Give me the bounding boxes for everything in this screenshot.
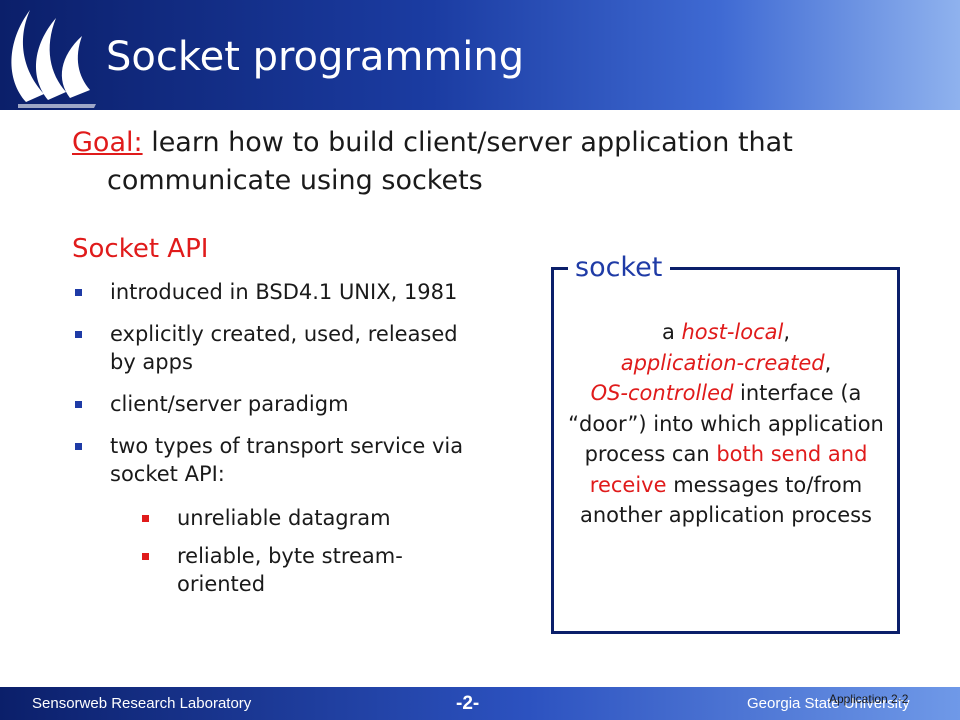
footer-bar: Sensorweb Research Laboratory -2- Georgi… <box>0 687 960 720</box>
list-item: explicitly created, used, released by ap… <box>72 320 472 376</box>
square-bullet-icon <box>75 443 82 450</box>
text-run-emphasis: application-created <box>620 350 825 375</box>
goal-line-2: communicate using sockets <box>107 165 483 196</box>
goal-text-1: learn how to build client/server applica… <box>151 127 793 158</box>
square-bullet-icon <box>142 515 149 522</box>
bullet-text: explicitly created, used, released by ap… <box>110 322 458 374</box>
flame-logo-icon <box>11 10 96 108</box>
sub-bullet-text: reliable, byte stream-oriented <box>177 544 403 596</box>
sub-bullet-text: unreliable datagram <box>177 506 391 530</box>
list-item: unreliable datagram <box>137 504 472 532</box>
api-bullet-list: introduced in BSD4.1 UNIX, 1981 explicit… <box>72 278 472 612</box>
footer-page-number: -2- <box>456 693 480 714</box>
bullet-text: introduced in BSD4.1 UNIX, 1981 <box>110 280 458 304</box>
text-run-emphasis: OS-controlled <box>590 381 734 405</box>
header-bar: Socket programming <box>0 0 960 110</box>
text-run: , <box>783 320 791 344</box>
square-bullet-icon <box>75 401 82 408</box>
bullet-text: client/server paradigm <box>110 392 349 416</box>
square-bullet-icon <box>75 289 82 296</box>
list-item: client/server paradigm <box>72 390 472 418</box>
socket-definition-text: a host-local,application-created,OS-cont… <box>556 317 896 531</box>
footer-lab-name: Sensorweb Research Laboratory <box>32 695 252 712</box>
footer-slide-number: Application 2-2 <box>829 692 909 706</box>
socket-definition-box <box>551 267 900 634</box>
square-bullet-icon <box>142 553 149 560</box>
list-item: two types of transport service via socke… <box>72 432 472 598</box>
text-run: , <box>824 350 832 375</box>
text-run-highlight: both send and receive <box>589 442 868 497</box>
text-run: messages to/from another application pro… <box>579 472 872 528</box>
slide-title: Socket programming <box>106 34 525 80</box>
goal-line-1: Goal: learn how to build client/server a… <box>72 124 932 162</box>
bullet-text: two types of transport service via socke… <box>110 434 464 486</box>
text-run: a <box>661 320 682 344</box>
text-run-emphasis: host-local <box>681 320 784 344</box>
text-run: interface (a “door”) into which applicat… <box>568 381 884 466</box>
square-bullet-icon <box>75 331 82 338</box>
socket-api-heading: Socket API <box>72 234 209 264</box>
list-item: introduced in BSD4.1 UNIX, 1981 <box>72 278 472 306</box>
goal-label: Goal: <box>72 127 143 158</box>
goal-statement: Goal: learn how to build client/server a… <box>72 124 932 200</box>
footer-university: Georgia State University <box>747 695 910 712</box>
sub-bullet-list: unreliable datagram reliable, byte strea… <box>110 504 472 598</box>
socket-box-label: socket <box>568 249 671 287</box>
list-item: reliable, byte stream-oriented <box>137 542 472 598</box>
